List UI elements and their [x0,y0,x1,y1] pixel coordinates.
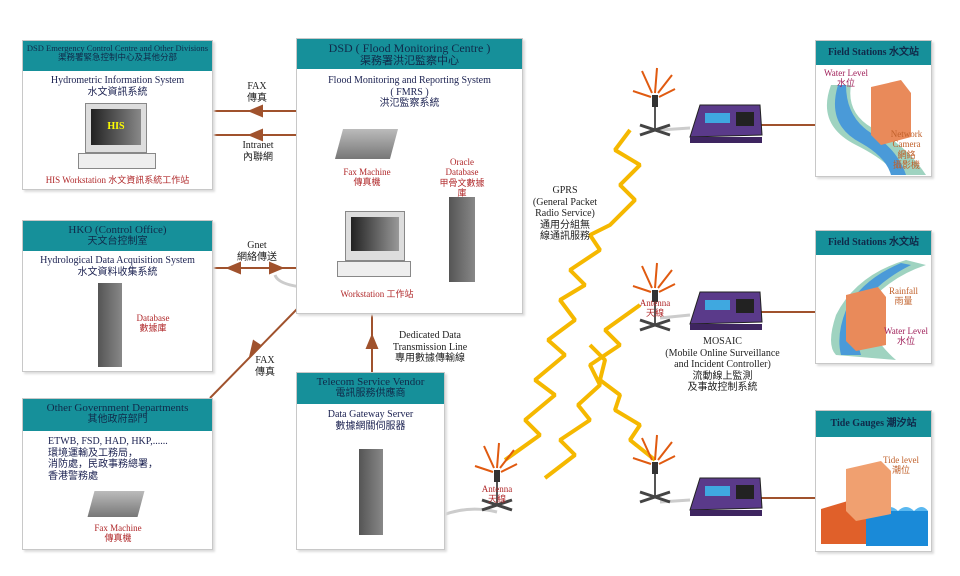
server-icon [359,449,383,535]
database-label-zh: 數據庫 [139,323,167,334]
fax-link-label: FAX [247,81,267,92]
intranet-label: Intranet [242,140,274,151]
intranet-label-zh: 內聯網 [243,151,273,163]
fmrs-box: DSD ( Flood Monitoring Centre )渠務署洪氾監察中心… [296,38,523,314]
system-name: Hydrological Data Acquisition System [40,255,195,266]
his-screen: HIS [91,109,141,145]
depts-zh-1: 環境運輸及工務局， [48,447,138,459]
network-camera-label-zh2: 攝影機 [892,160,920,171]
system-name: Hydrometric Information System [50,75,185,86]
mosaic-label-zh1: 流動線上監測 [692,370,753,382]
system-abbr: ( FMRS ) [390,86,429,98]
system-name-zh: 水文資訊系統 [87,86,148,98]
dedicated-label-2: Transmission Line [392,341,468,353]
water-level-label-zh: 水位 [896,335,915,346]
mosaic-label-3: and Incident Controller) [674,359,771,370]
gprs-label-2: (General Packet [532,196,598,208]
header-en: DSD Emergency Control Centre and Other D… [26,43,209,53]
fax-machine-icon [87,491,145,517]
system-name: Flood Monitoring and Reporting System [328,75,491,86]
water-level-label: Water Level [884,326,928,336]
fax-label-zh: 傳真機 [353,177,381,188]
server-icon [449,197,475,282]
fax-link-label-zh: 傳真 [247,92,267,104]
mosaic-label: MOSAIC [703,336,742,347]
monitor-icon: HIS [85,103,147,153]
network-camera-label-zh1: 網絡 [897,149,916,160]
mosaic-label-2: (Mobile Online Surveillance [665,347,780,359]
gprs-label: GPRS [552,185,578,196]
header: Field Stations 水文站 [816,231,931,255]
header-en: DSD ( Flood Monitoring Centre ) [328,41,491,55]
depts-zh-3: 香港警務處 [48,470,98,482]
gprs-label-zh2: 線通訊服務 [540,231,590,242]
mosaic-label-zh2: 及事故控制系統 [687,382,758,393]
computer-icon [78,153,156,169]
oracle-db-label: Oracle Database [445,157,479,178]
mosaic-terminal-icons [689,104,763,516]
water-level-label: Water Level [824,68,868,78]
system-name-zh: 水文資料收集系統 [77,266,158,278]
antenna-icons [474,67,676,512]
header-en: Telecom Service Vendor [316,376,425,388]
computer-icon [337,261,411,277]
hko-box: HKO (Control Office)天文台控制室 Hydrological … [22,220,213,372]
river-station-illustration [826,80,926,175]
dsd-emergency-header: DSD Emergency Control Centre and Other D… [23,41,212,71]
workstation-label: Workstation 工作站 [340,289,414,299]
depts-en: ETWB, FSD, HAD, HKP,...... [48,436,168,447]
header-zh: 電訊服務供應商 [335,388,406,400]
fax-machine-icon [334,129,399,159]
header: Tide Gauges 潮汐站 [816,411,931,437]
database-label: Database [136,313,170,323]
depts-zh-2: 消防處，民政事務總署， [48,459,158,470]
monitor-icon [345,211,405,261]
fax-label: Fax Machine [94,523,142,533]
river-station-illustration [831,260,926,360]
tide-level-label-zh: 潮位 [891,465,910,476]
header-en: HKO (Control Office) [68,224,167,236]
fax-label-zh: 傳真機 [104,533,132,544]
server-icon [98,283,122,367]
header-zh: 天文台控制室 [87,236,148,248]
system-name-zh: 數據網關伺服器 [335,420,406,432]
fax-diagonal-label-zh: 傳真 [255,366,275,378]
antenna-label: Antenna [639,298,671,308]
header-en: Other Government Departments [46,402,189,414]
header-zh: 渠務署洪氾監察中心 [360,55,459,68]
gprs-lightning [503,128,657,480]
gprs-label-3: Radio Service) [535,208,595,219]
tide-gauge-illustration [821,461,928,546]
water-level-label-zh: 水位 [836,77,855,88]
dedicated-label-1: Dedicated Data [399,330,461,341]
network-camera-label: Network Camera [890,129,923,150]
header-zh: 渠務署緊急控制中心及其他分部 [57,52,177,63]
tide-level-label: Tide level [883,455,919,465]
gprs-label-zh1: 通用分組無 [540,219,590,231]
oracle-db-label-zh: 甲骨文數據庫 [439,177,485,199]
gnet-label: Gnet [247,240,267,251]
rainfall-label: Rainfall [889,286,918,296]
header: Field Stations 水文站 [816,41,931,65]
fax-label: Fax Machine [343,167,391,177]
antenna-label-zh: 天線 [645,308,664,319]
antenna-label: Antenna [481,484,513,494]
antenna-label-zh: 天線 [487,494,506,505]
header-zh: 其他政府部門 [87,414,148,426]
rainfall-label-zh: 雨量 [894,296,913,307]
gnet-label-zh: 網絡傳送 [237,251,277,263]
dsd-emergency-box: DSD Emergency Control Centre and Other D… [22,40,213,190]
his-workstation-label: HIS Workstation 水文資訊系統工作站 [45,175,190,185]
system-name: Data Gateway Server [327,409,414,420]
dedicated-label-zh: 專用數據傳輸線 [395,353,465,364]
system-name-zh: 洪氾監察系統 [379,98,440,109]
fax-diagonal-label: FAX [255,355,275,366]
